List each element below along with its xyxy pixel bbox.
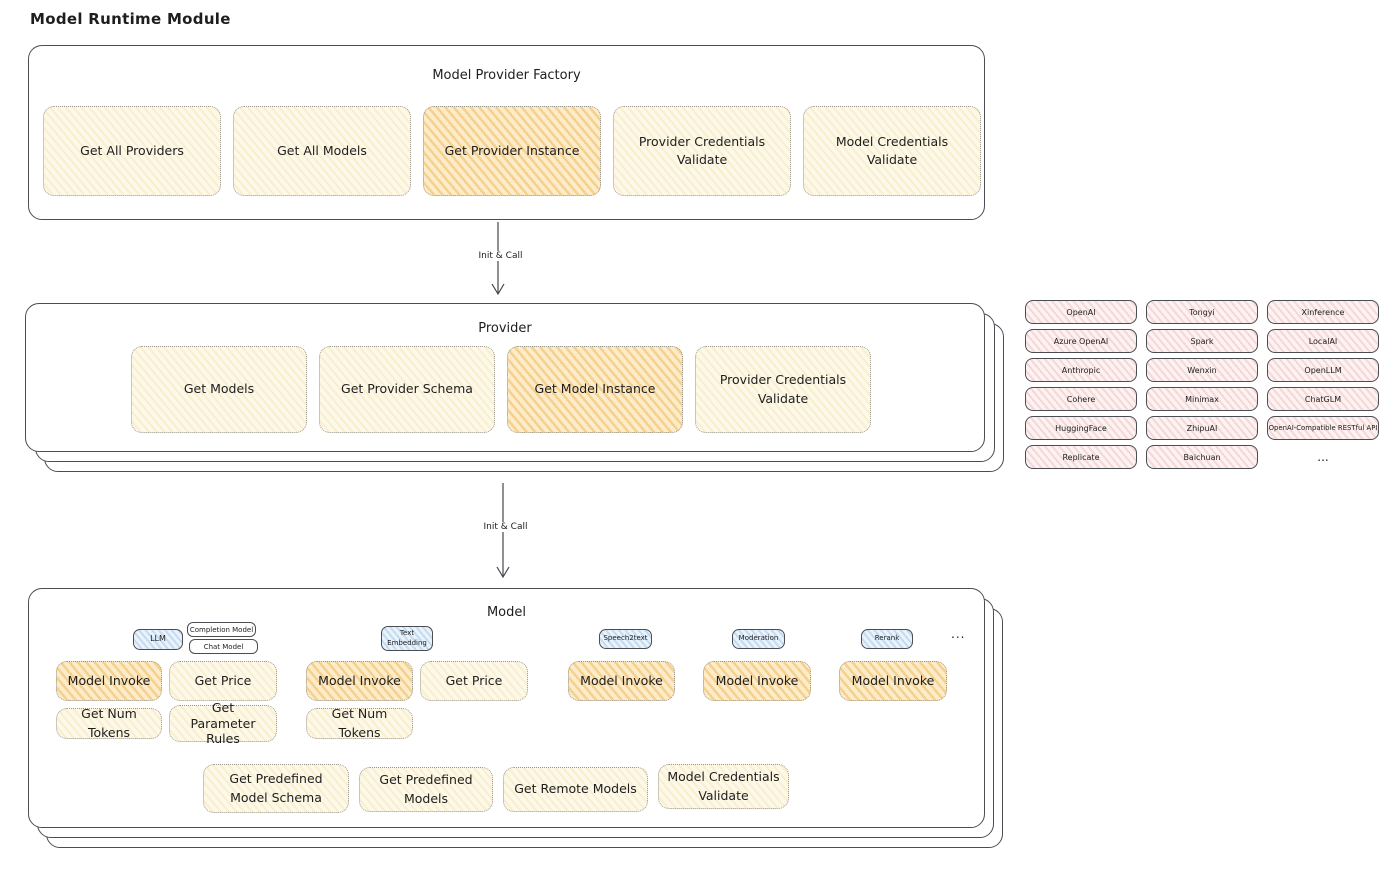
provider-vendor-node: Anthropic xyxy=(1025,358,1137,382)
model-provider-factory-box: Model Provider Factory Get All Providers… xyxy=(28,45,985,220)
provider-box: Provider Get Models Get Provider Schema … xyxy=(25,303,985,452)
more-model-types: ... xyxy=(951,627,966,641)
provider-vendor-node: Minimax xyxy=(1146,387,1258,411)
provider-vendor-node: LocalAI xyxy=(1267,329,1379,353)
factory-method-node: Model Credentials Validate xyxy=(803,106,981,196)
provider-method-node: Get Models xyxy=(131,346,307,433)
model-credentials-validate-node: Model Credentials Validate xyxy=(658,764,789,809)
embedding-get-num-tokens-node: Get Num Tokens xyxy=(306,706,413,740)
init-call-label-1: Init & Call xyxy=(471,251,530,261)
provider-vendor-node: Replicate xyxy=(1025,445,1137,469)
factory-method-node: Get Provider Instance xyxy=(423,106,601,196)
get-predefined-models-node: Get Predefined Models xyxy=(359,767,493,812)
provider-method-node: Get Model Instance xyxy=(507,346,683,433)
provider-vendor-node: ChatGLM xyxy=(1267,387,1379,411)
get-remote-models-node: Get Remote Models xyxy=(503,767,648,812)
factory-method-node: Provider Credentials Validate xyxy=(613,106,791,196)
init-call-label-2: Init & Call xyxy=(476,522,535,532)
provider-vendor-node: Baichuan xyxy=(1146,445,1258,469)
llm-model-invoke-node: Model Invoke xyxy=(56,661,162,701)
embedding-get-price-node: Get Price xyxy=(420,661,528,701)
factory-method-node: Get All Providers xyxy=(43,106,221,196)
factory-method-node: Get All Models xyxy=(233,106,411,196)
provider-vendor-node: Spark xyxy=(1146,329,1258,353)
page-title: Model Runtime Module xyxy=(30,10,231,28)
factory-title: Model Provider Factory xyxy=(432,68,581,83)
provider-title: Provider xyxy=(478,321,532,336)
tab-llm: LLM xyxy=(133,629,183,650)
tab-moderation: Moderation xyxy=(732,629,785,649)
model-title: Model xyxy=(486,605,527,620)
speech2text-model-invoke-node: Model Invoke xyxy=(568,661,675,701)
embedding-model-invoke-node: Model Invoke xyxy=(306,661,413,701)
provider-method-node: Get Provider Schema xyxy=(319,346,495,433)
llm-get-price-node: Get Price xyxy=(169,661,277,701)
provider-vendor-node: Xinference xyxy=(1267,300,1379,324)
moderation-model-invoke-node: Model Invoke xyxy=(703,661,811,701)
provider-vendor-node: Tongyi xyxy=(1146,300,1258,324)
llm-get-parameter-rules-node: Get Parameter Rules xyxy=(169,700,277,746)
provider-vendor-node: HuggingFace xyxy=(1025,416,1137,440)
provider-vendor-node: OpenLLM xyxy=(1267,358,1379,382)
provider-vendor-node: OpenAI xyxy=(1025,300,1137,324)
rerank-model-invoke-node: Model Invoke xyxy=(839,661,947,701)
factory-buttons: Get All Providers Get All Models Get Pro… xyxy=(43,106,981,196)
provider-method-node: Provider Credentials Validate xyxy=(695,346,871,433)
model-box: Model LLM Completion Model Chat Model Te… xyxy=(28,588,985,828)
tab-completion-model: Completion Model xyxy=(187,622,256,637)
provider-vendor-node: Wenxin xyxy=(1146,358,1258,382)
tab-text-embedding: Text Embedding xyxy=(381,626,433,651)
tab-chat-model: Chat Model xyxy=(189,639,258,654)
llm-get-num-tokens-node: Get Num Tokens xyxy=(56,706,162,740)
provider-vendor-node: ... xyxy=(1317,450,1329,464)
get-predefined-model-schema-node: Get Predefined Model Schema xyxy=(203,764,349,813)
tab-speech2text: Speech2text xyxy=(599,629,652,649)
provider-vendor-node: OpenAI-Compatible RESTful API xyxy=(1267,416,1379,440)
provider-vendor-node: Cohere xyxy=(1025,387,1137,411)
provider-vendor-node: ZhipuAI xyxy=(1146,416,1258,440)
tab-rerank: Rerank xyxy=(861,629,913,649)
provider-vendor-node: Azure OpenAI xyxy=(1025,329,1137,353)
provider-buttons: Get Models Get Provider Schema Get Model… xyxy=(131,346,871,433)
